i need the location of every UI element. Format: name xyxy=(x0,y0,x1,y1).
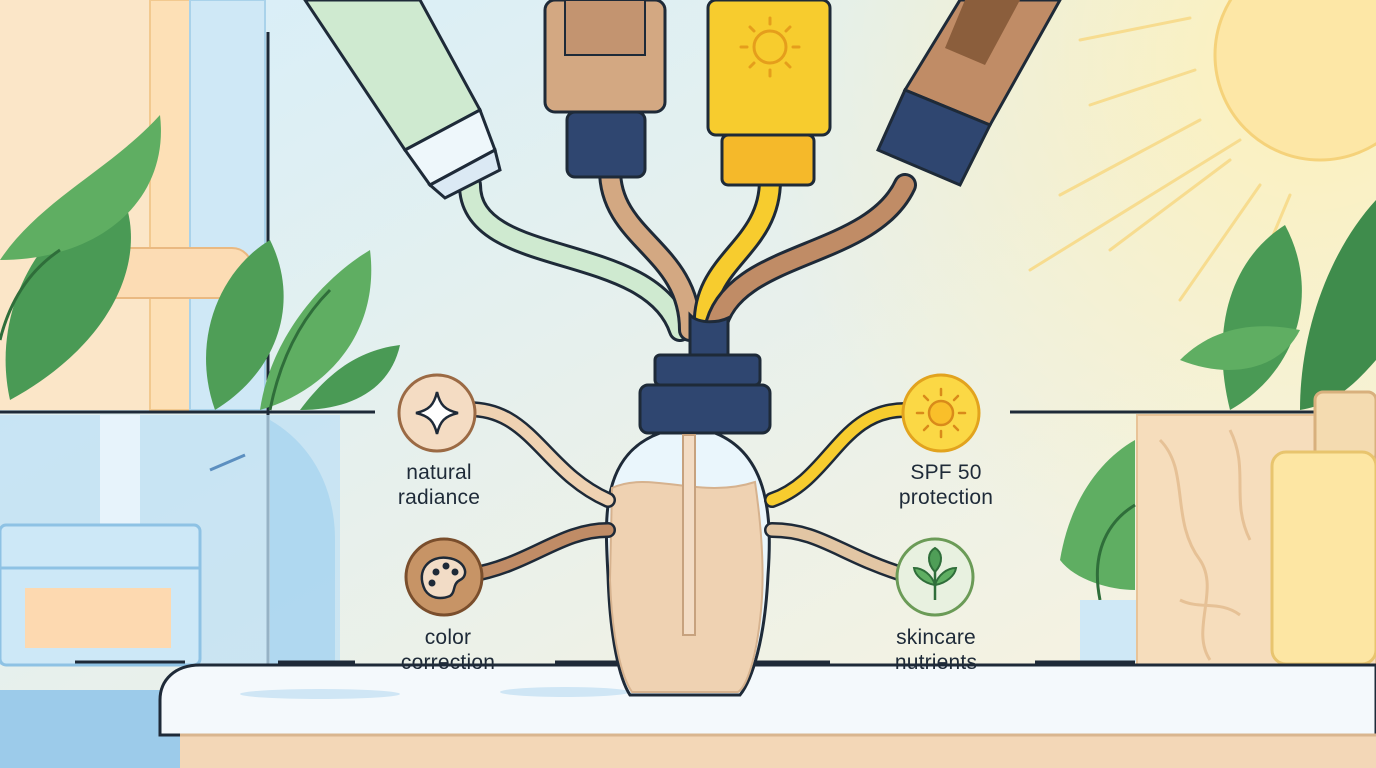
feature-label-natural-radiance: natural radiance xyxy=(397,461,481,509)
brown-concealer-tube xyxy=(876,0,1062,187)
yellow-sunscreen-tube xyxy=(706,0,832,187)
feature-label-color-correction: color correction xyxy=(400,626,496,674)
bathroom-counter xyxy=(158,660,1376,768)
leaf-icon xyxy=(895,537,975,617)
foundation-bottle xyxy=(604,311,772,697)
feature-label-skincare-nutrients: skincare nutrients xyxy=(894,626,978,674)
glass-containers-left xyxy=(0,415,340,768)
feature-label-spf-protection: SPF 50 protection xyxy=(898,461,994,509)
product-streams xyxy=(458,158,917,342)
palette-icon xyxy=(404,537,484,617)
plant-right xyxy=(1060,200,1376,601)
sparkle-icon xyxy=(397,373,477,453)
beige-foundation-tube xyxy=(543,0,667,179)
plant-left xyxy=(0,115,400,411)
sun-icon xyxy=(901,373,981,453)
feature-connectors xyxy=(447,401,913,583)
green-primer-tube xyxy=(303,0,502,200)
